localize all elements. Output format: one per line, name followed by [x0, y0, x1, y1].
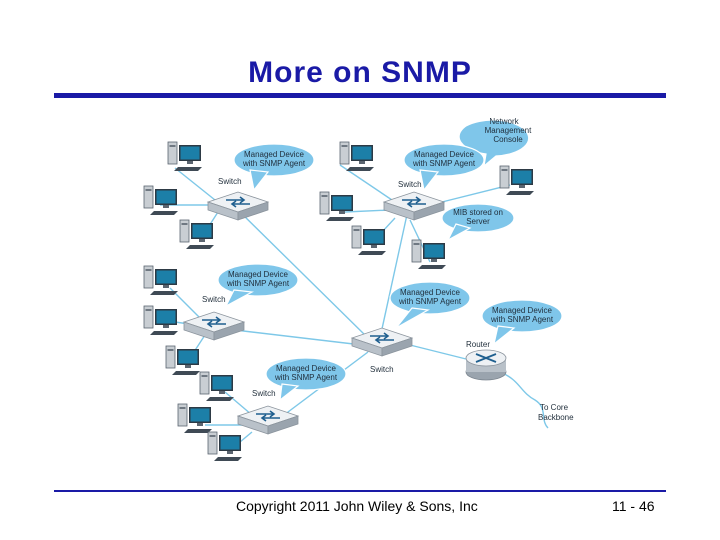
copyright-text: Copyright 2011 John Wiley & Sons, Inc: [236, 498, 478, 514]
computer-icon: [166, 346, 200, 375]
computer-icon: [412, 240, 446, 269]
agent-callout-line: Managed Device: [492, 306, 553, 315]
backbone-label: To Core: [540, 403, 569, 412]
backbone-label: Backbone: [538, 413, 574, 422]
nms-console-computer-icon: [500, 166, 534, 195]
computer-icon: [320, 192, 354, 221]
switch-label: Switch: [252, 389, 276, 398]
switch-label: Switch: [202, 295, 226, 304]
switch-icon: [352, 328, 412, 356]
computer-icon: [200, 372, 234, 401]
agent-callout-line: with SNMP Agent: [490, 315, 554, 324]
footer-divider: [54, 490, 666, 492]
computer-icon: [178, 404, 212, 433]
computer-icon: [168, 142, 202, 171]
mib-callout-line: Server: [466, 217, 490, 226]
nms-callout-line: Management: [485, 126, 532, 135]
switch-icon: [384, 192, 444, 220]
switch-icon: [184, 312, 244, 340]
agent-callout-line: Managed Device: [228, 270, 289, 279]
computer-icon: [144, 306, 178, 335]
switch-label: Switch: [398, 180, 422, 189]
agent-callout-line: with SNMP Agent: [226, 279, 290, 288]
agent-callout-line: with SNMP Agent: [242, 159, 306, 168]
switch-label: Switch: [370, 365, 394, 374]
nms-callout-line: Network: [489, 117, 519, 126]
agent-callout-line: Managed Device: [414, 150, 475, 159]
nms-callout-line: Console: [493, 135, 523, 144]
computer-icon: [180, 220, 214, 249]
computer-icon: [208, 432, 242, 461]
agent-callout-line: with SNMP Agent: [274, 373, 338, 382]
computer-icon: [144, 186, 178, 215]
switch-label: Switch: [218, 177, 242, 186]
router-label: Router: [466, 340, 490, 349]
computer-icon: [352, 226, 386, 255]
page-number: 11 - 46: [612, 498, 655, 514]
agent-callout-line: Managed Device: [244, 150, 305, 159]
router-icon: [466, 350, 506, 380]
agent-callout-line: with SNMP Agent: [398, 297, 462, 306]
switch-icon: [208, 192, 268, 220]
mib-callout-line: MIB stored on: [453, 208, 503, 217]
agent-callout-line: with SNMP Agent: [412, 159, 476, 168]
agent-callout-line: Managed Device: [400, 288, 461, 297]
computer-icon: [340, 142, 374, 171]
agent-callout-line: Managed Device: [276, 364, 337, 373]
